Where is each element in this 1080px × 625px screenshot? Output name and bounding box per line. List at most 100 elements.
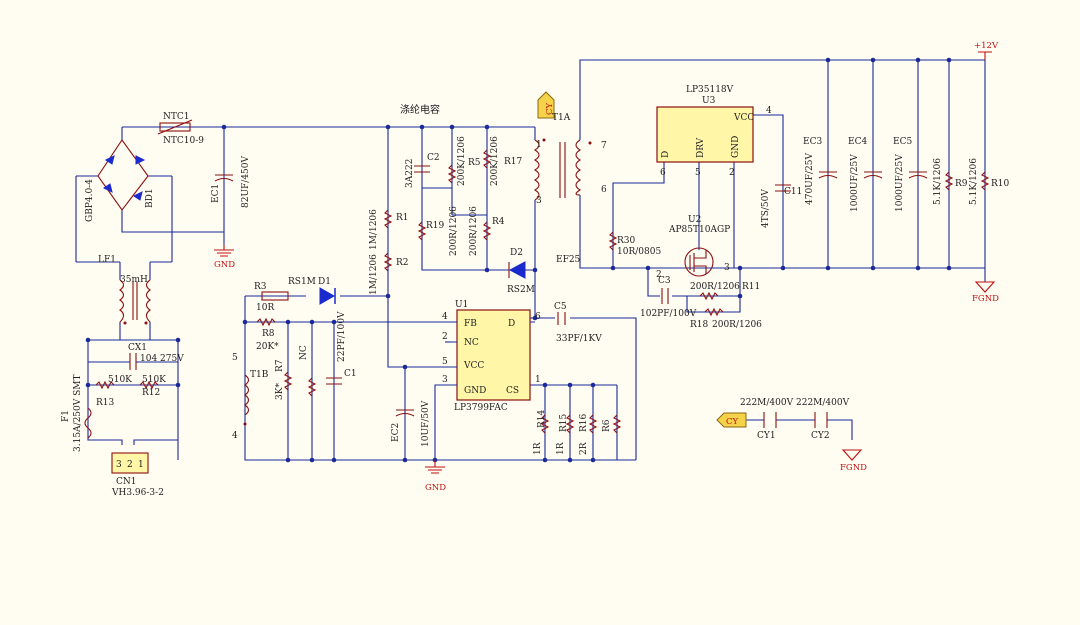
diode-d1[interactable]: RS1M D1 xyxy=(288,277,336,305)
svg-text:CY: CY xyxy=(545,102,555,115)
cy1-value: 222M/400V xyxy=(740,398,794,408)
r2-ref: R2 xyxy=(396,258,409,268)
ec4-ref: EC4 xyxy=(848,137,867,147)
r5-value: 200K/1206 xyxy=(457,136,467,186)
fgnd-symbol-2: FGND xyxy=(840,449,867,473)
f1-value: 3.15A/250V SMT xyxy=(73,375,83,453)
svg-text:2: 2 xyxy=(656,270,662,280)
mosfet-u2[interactable]: U2 AP85T10AGP 2 3 xyxy=(656,215,730,280)
svg-text:5: 5 xyxy=(695,168,701,178)
capacitor-cx1[interactable]: CX1 104 275V xyxy=(88,343,184,370)
output-rail-label: +12V xyxy=(974,41,999,60)
r7-ref: R7 xyxy=(275,359,285,372)
r2-value: 1M/1206 xyxy=(369,254,379,295)
svg-text:4: 4 xyxy=(766,106,772,116)
svg-text:DRV: DRV xyxy=(696,137,706,158)
gnd-symbol-1: GND xyxy=(214,245,235,270)
capacitor-ec2[interactable]: EC2 10UF/50V xyxy=(391,400,431,447)
svg-text:GND: GND xyxy=(731,136,741,158)
r17-value: 200K/1206 xyxy=(490,136,500,186)
ic-u1[interactable]: U1 LP3799FAC FB NC VCC GND D CS 4 2 5 3 … xyxy=(442,300,541,413)
cn1-ref: CN1 xyxy=(116,477,137,487)
ec2-ref: EC2 xyxy=(391,423,401,442)
r9-ref: R9 xyxy=(955,179,968,189)
fuse-f1[interactable]: F1 3.15A/250V SMT xyxy=(61,375,92,453)
gate-network[interactable]: C3 102PF/100V 200R/1206 R11 R18 200R/120… xyxy=(640,276,762,330)
u1-part: LP3799FAC xyxy=(454,403,508,413)
cx1-value: 104 275V xyxy=(140,354,184,364)
bd1-value: GBP4.0-4 xyxy=(85,179,95,222)
ntc1-ref: NTC1 xyxy=(163,112,190,122)
r12-ref: R12 xyxy=(142,388,160,398)
f1-ref: F1 xyxy=(61,410,71,422)
common-mode-choke-lf1[interactable]: LF1 35mH xyxy=(98,255,151,325)
capacitor-c5[interactable]: C5 33PF/1KV xyxy=(554,302,602,344)
current-sense-resistors[interactable]: R14 1R R15 1R R16 2R R6 xyxy=(533,409,622,455)
capacitor-c11[interactable]: 4TS/50V C11 xyxy=(761,184,802,228)
connector-cn1[interactable]: 3 2 1 CN1 VH3.96-3-2 xyxy=(111,452,164,498)
svg-text:FGND: FGND xyxy=(840,463,867,473)
bridge-rectifier-bd1[interactable]: GBP4.0-4 BD1 xyxy=(85,139,155,222)
svg-text:3: 3 xyxy=(536,196,542,206)
t1b-ref: T1B xyxy=(250,370,269,380)
resistor-r3[interactable]: R3 10R xyxy=(254,282,289,313)
output-capacitors[interactable]: EC3 470UF/25V EC4 1000UF/25V EC5 1000UF/… xyxy=(803,137,928,212)
resistors-r1-r2[interactable]: 1M/1206 R1 1M/1206 R2 xyxy=(369,209,409,295)
r16-value: 2R xyxy=(579,442,589,455)
r15-ref: R15 xyxy=(559,413,569,432)
r13-value: 510K xyxy=(108,375,132,385)
svg-text:NC: NC xyxy=(464,338,479,348)
capacitor-ec1[interactable]: EC1 82UF/450V xyxy=(211,156,251,208)
title-label: 涤纶电容 xyxy=(400,103,440,116)
d1-ref: D1 xyxy=(318,277,331,287)
r8-value: 20K* xyxy=(256,342,279,352)
svg-text:VCC: VCC xyxy=(733,113,754,123)
fgnd-symbol-1: FGND xyxy=(972,281,999,304)
t1a-ref: T1A xyxy=(552,113,571,123)
cy2-ref: CY2 xyxy=(811,431,830,441)
transformer-t1b[interactable]: T1B 5 4 xyxy=(232,353,269,441)
svg-text:1: 1 xyxy=(535,375,541,385)
r14-ref: R14 xyxy=(537,409,547,428)
svg-text:D: D xyxy=(661,151,671,158)
svg-text:D: D xyxy=(508,319,515,329)
resistor-r8[interactable]: R8 20K* xyxy=(256,317,279,352)
bd1-ref: BD1 xyxy=(145,188,155,208)
u1-ref: U1 xyxy=(455,300,468,310)
d2-value: RS2M xyxy=(507,285,535,295)
snubber-network[interactable]: 3A222 C2 R5 200K/1206 200K/1206 R17 R19 … xyxy=(405,136,523,256)
transformer-t1a[interactable]: T1A 1 3 7 6 EF25 xyxy=(533,113,607,265)
diode-d2[interactable]: D2 RS2M xyxy=(507,248,535,295)
resistors-r13-r12[interactable]: 510K 510K R13 R12 xyxy=(95,375,166,408)
r15-value: 1R xyxy=(556,442,566,455)
svg-text:VCC: VCC xyxy=(463,361,484,371)
junctions xyxy=(85,57,952,463)
r18-ref: R18 xyxy=(690,320,709,330)
ec2-value: 10UF/50V xyxy=(421,400,431,447)
u2-part: AP85T10AGP xyxy=(668,225,730,235)
feedback-divider[interactable]: R7 3K* NC C1 22PF/100V xyxy=(275,311,357,400)
resistor-r30[interactable]: R30 10R/0805 xyxy=(608,231,661,257)
r14-value: 1R xyxy=(533,442,543,455)
svg-text:7: 7 xyxy=(601,141,607,151)
cn1-value: VH3.96-3-2 xyxy=(111,488,164,498)
resistors-r9-r10[interactable]: 5.1K/1206 R9 5.1K/1206 R10 xyxy=(933,158,1010,205)
r10-ref: R10 xyxy=(991,179,1010,189)
svg-text:5: 5 xyxy=(232,353,238,363)
r13-ref: R13 xyxy=(96,398,115,408)
svg-text:2: 2 xyxy=(127,460,133,470)
wires xyxy=(75,59,986,461)
svg-text:3: 3 xyxy=(442,375,448,385)
r10-value: 5.1K/1206 xyxy=(969,158,979,205)
r8-ref: R8 xyxy=(262,329,275,339)
c2-value: 3A222 xyxy=(405,159,415,188)
ntc1-thermistor[interactable]: NTC1 NTC10-9 xyxy=(157,112,204,146)
u1-pin-stubs xyxy=(445,321,535,386)
y-capacitor-chain[interactable]: CY 222M/400V CY1 222M/400V CY2 xyxy=(716,398,850,441)
svg-text:3: 3 xyxy=(116,460,122,470)
ic-u3[interactable]: LP35118V U3 VCC D DRV GND 4 6 5 2 xyxy=(656,85,772,178)
svg-text:4: 4 xyxy=(232,431,238,441)
u3-part: LP35118V xyxy=(686,85,734,95)
svg-text:CS: CS xyxy=(506,386,519,396)
